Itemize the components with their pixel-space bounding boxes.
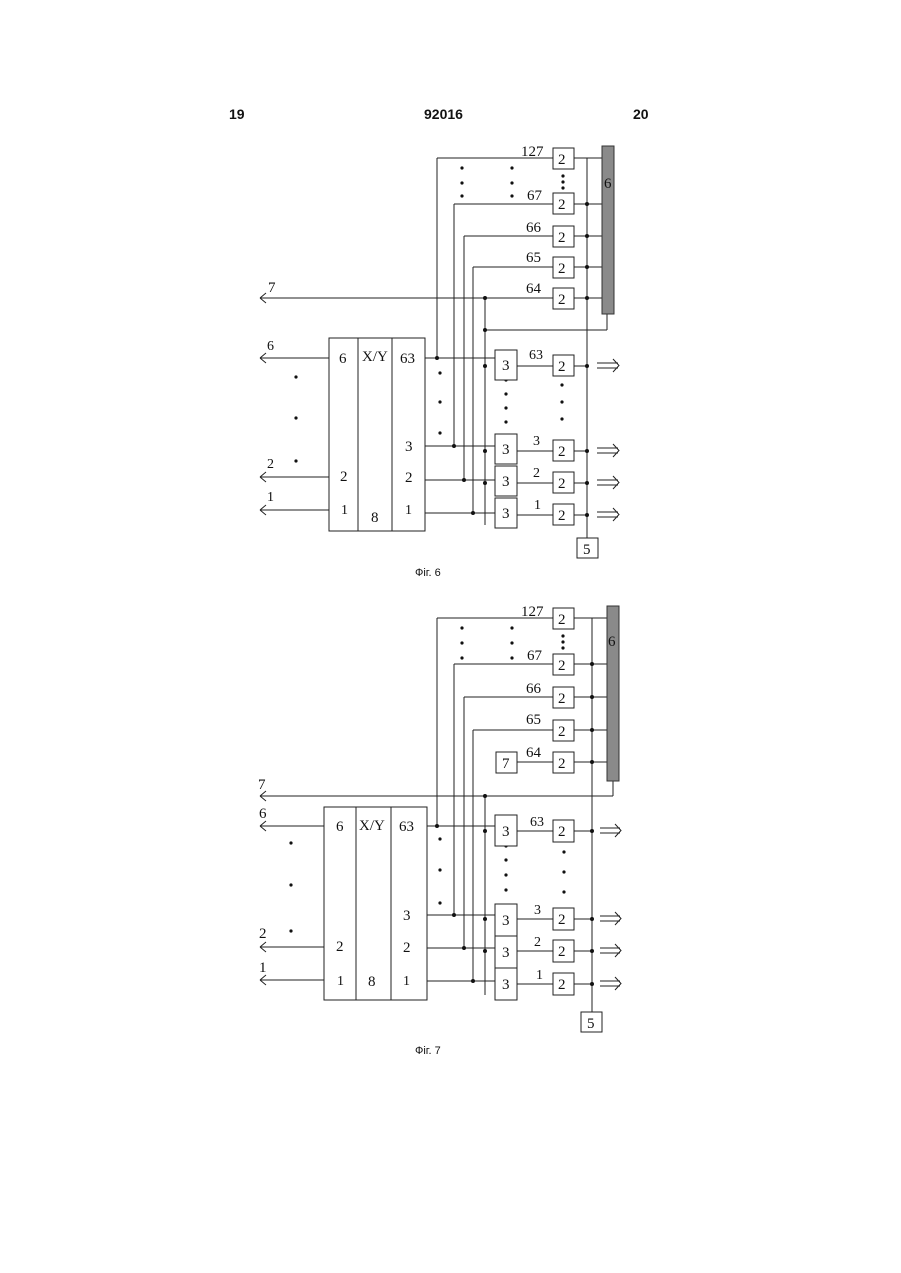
mux-label: 3 [502,913,510,929]
converter-output-label: 1 [403,974,410,989]
input-label: 7 [258,777,266,793]
block-label: 2 [558,359,566,375]
channel-label: 127 [521,144,544,160]
figure-6-diagram: 7 6 2 1 6 2 1 X/Y 8 63 3 2 1 127 67 66 6… [240,140,660,565]
block-label: 2 [558,476,566,492]
figure-6-caption: Фіг. 6 [415,567,441,579]
converter-output-label: 2 [405,470,413,486]
converter-number: 8 [368,974,376,990]
channel-label: 127 [521,604,544,620]
patent-number: 92016 [424,106,463,122]
channel-label: 65 [526,250,541,266]
block-label: 2 [558,444,566,460]
block-label: 2 [558,508,566,524]
input-label: 2 [267,457,274,472]
converter-output-label: 1 [405,503,412,518]
mux-label: 3 [502,358,510,374]
unit-5-label: 5 [583,542,591,558]
converter-input-label: 6 [339,351,347,367]
converter-output-label: 3 [403,908,411,924]
channel-label: 2 [533,466,540,481]
converter-input-label: 2 [336,939,344,955]
block-label: 2 [558,912,566,928]
channel-label: 65 [526,712,541,728]
figure-7-caption: Фіг. 7 [415,1045,441,1057]
channel-label: 64 [526,281,542,297]
block-label: 2 [558,261,566,277]
page-number-right: 20 [633,106,649,122]
mux-label: 3 [502,442,510,458]
converter-type-label: X/Y [362,349,388,365]
converter-number: 8 [371,510,379,526]
input-label: 7 [268,280,276,296]
input-label: 6 [267,339,274,354]
block-label: 2 [558,756,566,772]
channel-label: 1 [534,498,541,513]
unit-5-label: 5 [587,1016,595,1032]
figure-7-diagram: 7 6 2 1 6 2 1 X/Y 8 63 3 2 1 127 67 66 6… [240,600,660,1040]
channel-label: 64 [526,745,542,761]
block-label: 2 [558,292,566,308]
mux-label: 3 [502,474,510,490]
converter-block [324,807,427,1000]
unit-7-label: 7 [502,756,510,772]
channel-label: 63 [529,348,543,363]
converter-input-label: 6 [336,819,344,835]
block-label: 2 [558,824,566,840]
channel-label: 2 [534,935,541,950]
mux-label: 3 [502,945,510,961]
channel-label: 67 [527,648,543,664]
channel-label: 63 [530,815,544,830]
mux-label: 3 [502,824,510,840]
figure-7: 7 6 2 1 6 2 1 X/Y 8 63 3 2 1 127 67 66 6… [240,600,660,1040]
figure-6: 7 6 2 1 6 2 1 X/Y 8 63 3 2 1 127 67 66 6… [240,140,660,565]
channel-label: 3 [534,903,541,918]
input-label: 1 [259,960,267,976]
block-label: 2 [558,230,566,246]
block-label: 2 [558,944,566,960]
converter-output-label: 63 [399,819,414,835]
bus-bar [602,146,614,314]
input-label: 1 [267,490,274,505]
converter-type-label: X/Y [359,818,385,834]
bus-label: 6 [604,176,612,192]
block-label: 2 [558,724,566,740]
converter-output-label: 2 [403,940,411,956]
channel-label: 1 [536,968,543,983]
bus-bar [607,606,619,781]
channel-label: 66 [526,220,542,236]
block-label: 2 [558,197,566,213]
converter-input-label: 2 [340,469,348,485]
converter-input-label: 1 [337,974,344,989]
input-label: 2 [259,926,267,942]
block-label: 2 [558,152,566,168]
bus-label: 6 [608,634,616,650]
mux-label: 3 [502,506,510,522]
converter-output-label: 63 [400,351,415,367]
block-label: 2 [558,658,566,674]
input-label: 6 [259,806,267,822]
converter-input-label: 1 [341,503,348,518]
channel-label: 66 [526,681,542,697]
block-label: 2 [558,977,566,993]
block-label: 2 [558,691,566,707]
mux-label: 3 [502,977,510,993]
converter-output-label: 3 [405,439,413,455]
block-label: 2 [558,612,566,628]
channel-label: 3 [533,434,540,449]
channel-label: 67 [527,188,543,204]
page-number-left: 19 [229,106,245,122]
